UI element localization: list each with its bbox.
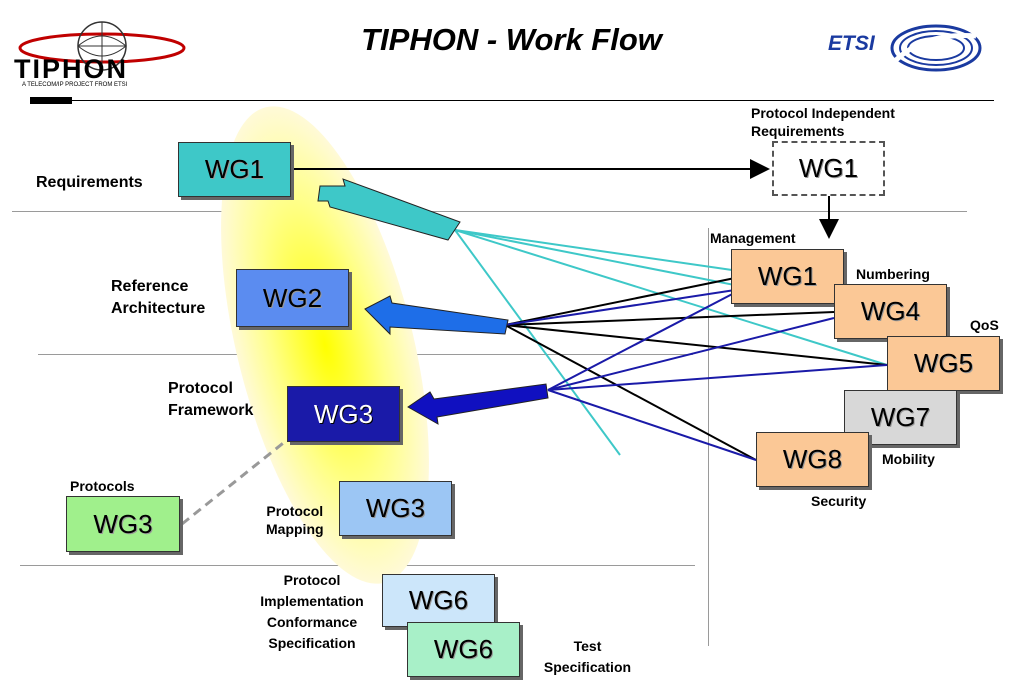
link-blue	[547, 289, 741, 391]
arrow-to-framework	[407, 383, 549, 425]
wg5-qos-box: WG5	[887, 336, 1000, 391]
link-blue	[547, 317, 835, 391]
label-qos: QoS	[970, 317, 999, 333]
wg3-framework-box: WG3	[287, 386, 400, 442]
label-protocol-independent-line1: Protocol Independent	[751, 105, 895, 121]
divider-vertical	[708, 228, 709, 646]
divider-requirements	[12, 211, 967, 212]
label-protocol-mapping-line2: Mapping	[266, 521, 324, 537]
label-protocols: Protocols	[70, 478, 135, 494]
focus-highlight	[221, 106, 429, 584]
link-black	[504, 324, 888, 366]
label-protocol-implementation-line3: Conformance	[266, 614, 358, 630]
link-black	[504, 324, 757, 461]
label-test-specification-line1: Test	[573, 638, 602, 654]
wg8-security-box: WG8	[756, 432, 869, 487]
link-teal	[454, 229, 733, 271]
label-protocol-implementation-line4: Specification	[268, 635, 356, 651]
label-numbering: Numbering	[856, 266, 930, 282]
tiphon-logo-tagline: A TELECOM/IP PROJECT FROM ETSI	[22, 82, 128, 88]
label-security: Security	[811, 493, 867, 509]
link-teal	[454, 229, 888, 366]
etsi-logo-text: ETSI	[828, 32, 875, 55]
page-title: TIPHON - Work Flow	[361, 22, 662, 57]
label-test-specification-line2: Specification	[543, 659, 632, 675]
wg1-management-box: WG1	[731, 249, 844, 304]
label-mobility: Mobility	[882, 451, 935, 467]
header-rule-accent	[30, 97, 72, 104]
label-protocol-implementation: Protocol Implementation Conformance Spec…	[246, 570, 378, 654]
wg6-implementation-box: WG6	[382, 574, 495, 627]
link-black	[504, 311, 835, 326]
wg4-numbering-box: WG4	[834, 284, 947, 339]
label-protocol-framework-line1: Protocol	[168, 380, 233, 397]
link-blue	[547, 389, 757, 461]
wg1-independent-box: WG1	[772, 141, 885, 196]
arrow-to-architecture	[364, 295, 509, 336]
wg6-test-box: WG6	[407, 622, 520, 677]
link-blue	[504, 289, 736, 326]
label-protocol-mapping-line1: Protocol	[266, 503, 324, 519]
etsi-logo-graphic	[890, 24, 982, 72]
label-management: Management	[710, 230, 796, 246]
link-blue	[547, 364, 888, 391]
etsi-logo: ETSI	[826, 22, 986, 74]
wg2-architecture-box: WG2	[236, 269, 349, 327]
wg1-requirements-box: WG1	[178, 142, 291, 197]
tiphon-logo-text: TIPHON	[14, 54, 129, 84]
label-reference-architecture-line1: Reference	[111, 278, 189, 295]
header-rule	[72, 100, 994, 101]
arrow-to-requirements	[317, 178, 461, 241]
label-test-specification: Test Specification	[530, 636, 645, 678]
label-protocol-mapping: Protocol Mapping	[266, 502, 324, 538]
wg3-protocols-box: WG3	[66, 496, 180, 552]
label-reference-architecture-line2: Architecture	[111, 300, 206, 317]
tiphon-logo-graphic	[18, 21, 186, 71]
label-protocol-framework: Protocol Framework	[168, 378, 253, 422]
label-protocol-independent-line2: Requirements	[751, 123, 845, 139]
link-black	[504, 277, 736, 326]
label-reference-architecture: Reference Architecture	[111, 276, 205, 320]
tiphon-logo: TIPHON A TELECOM/IP PROJECT FROM ETSI	[10, 18, 195, 90]
wg3-mapping-box: WG3	[339, 481, 452, 536]
label-protocol-implementation-line2: Implementation	[260, 593, 364, 609]
label-protocol-framework-line2: Framework	[168, 402, 254, 419]
label-protocol-implementation-line1: Protocol	[283, 572, 341, 588]
label-protocol-independent: Protocol Independent Requirements	[751, 104, 895, 140]
protocols-link	[181, 438, 288, 526]
label-requirements: Requirements	[36, 174, 143, 191]
